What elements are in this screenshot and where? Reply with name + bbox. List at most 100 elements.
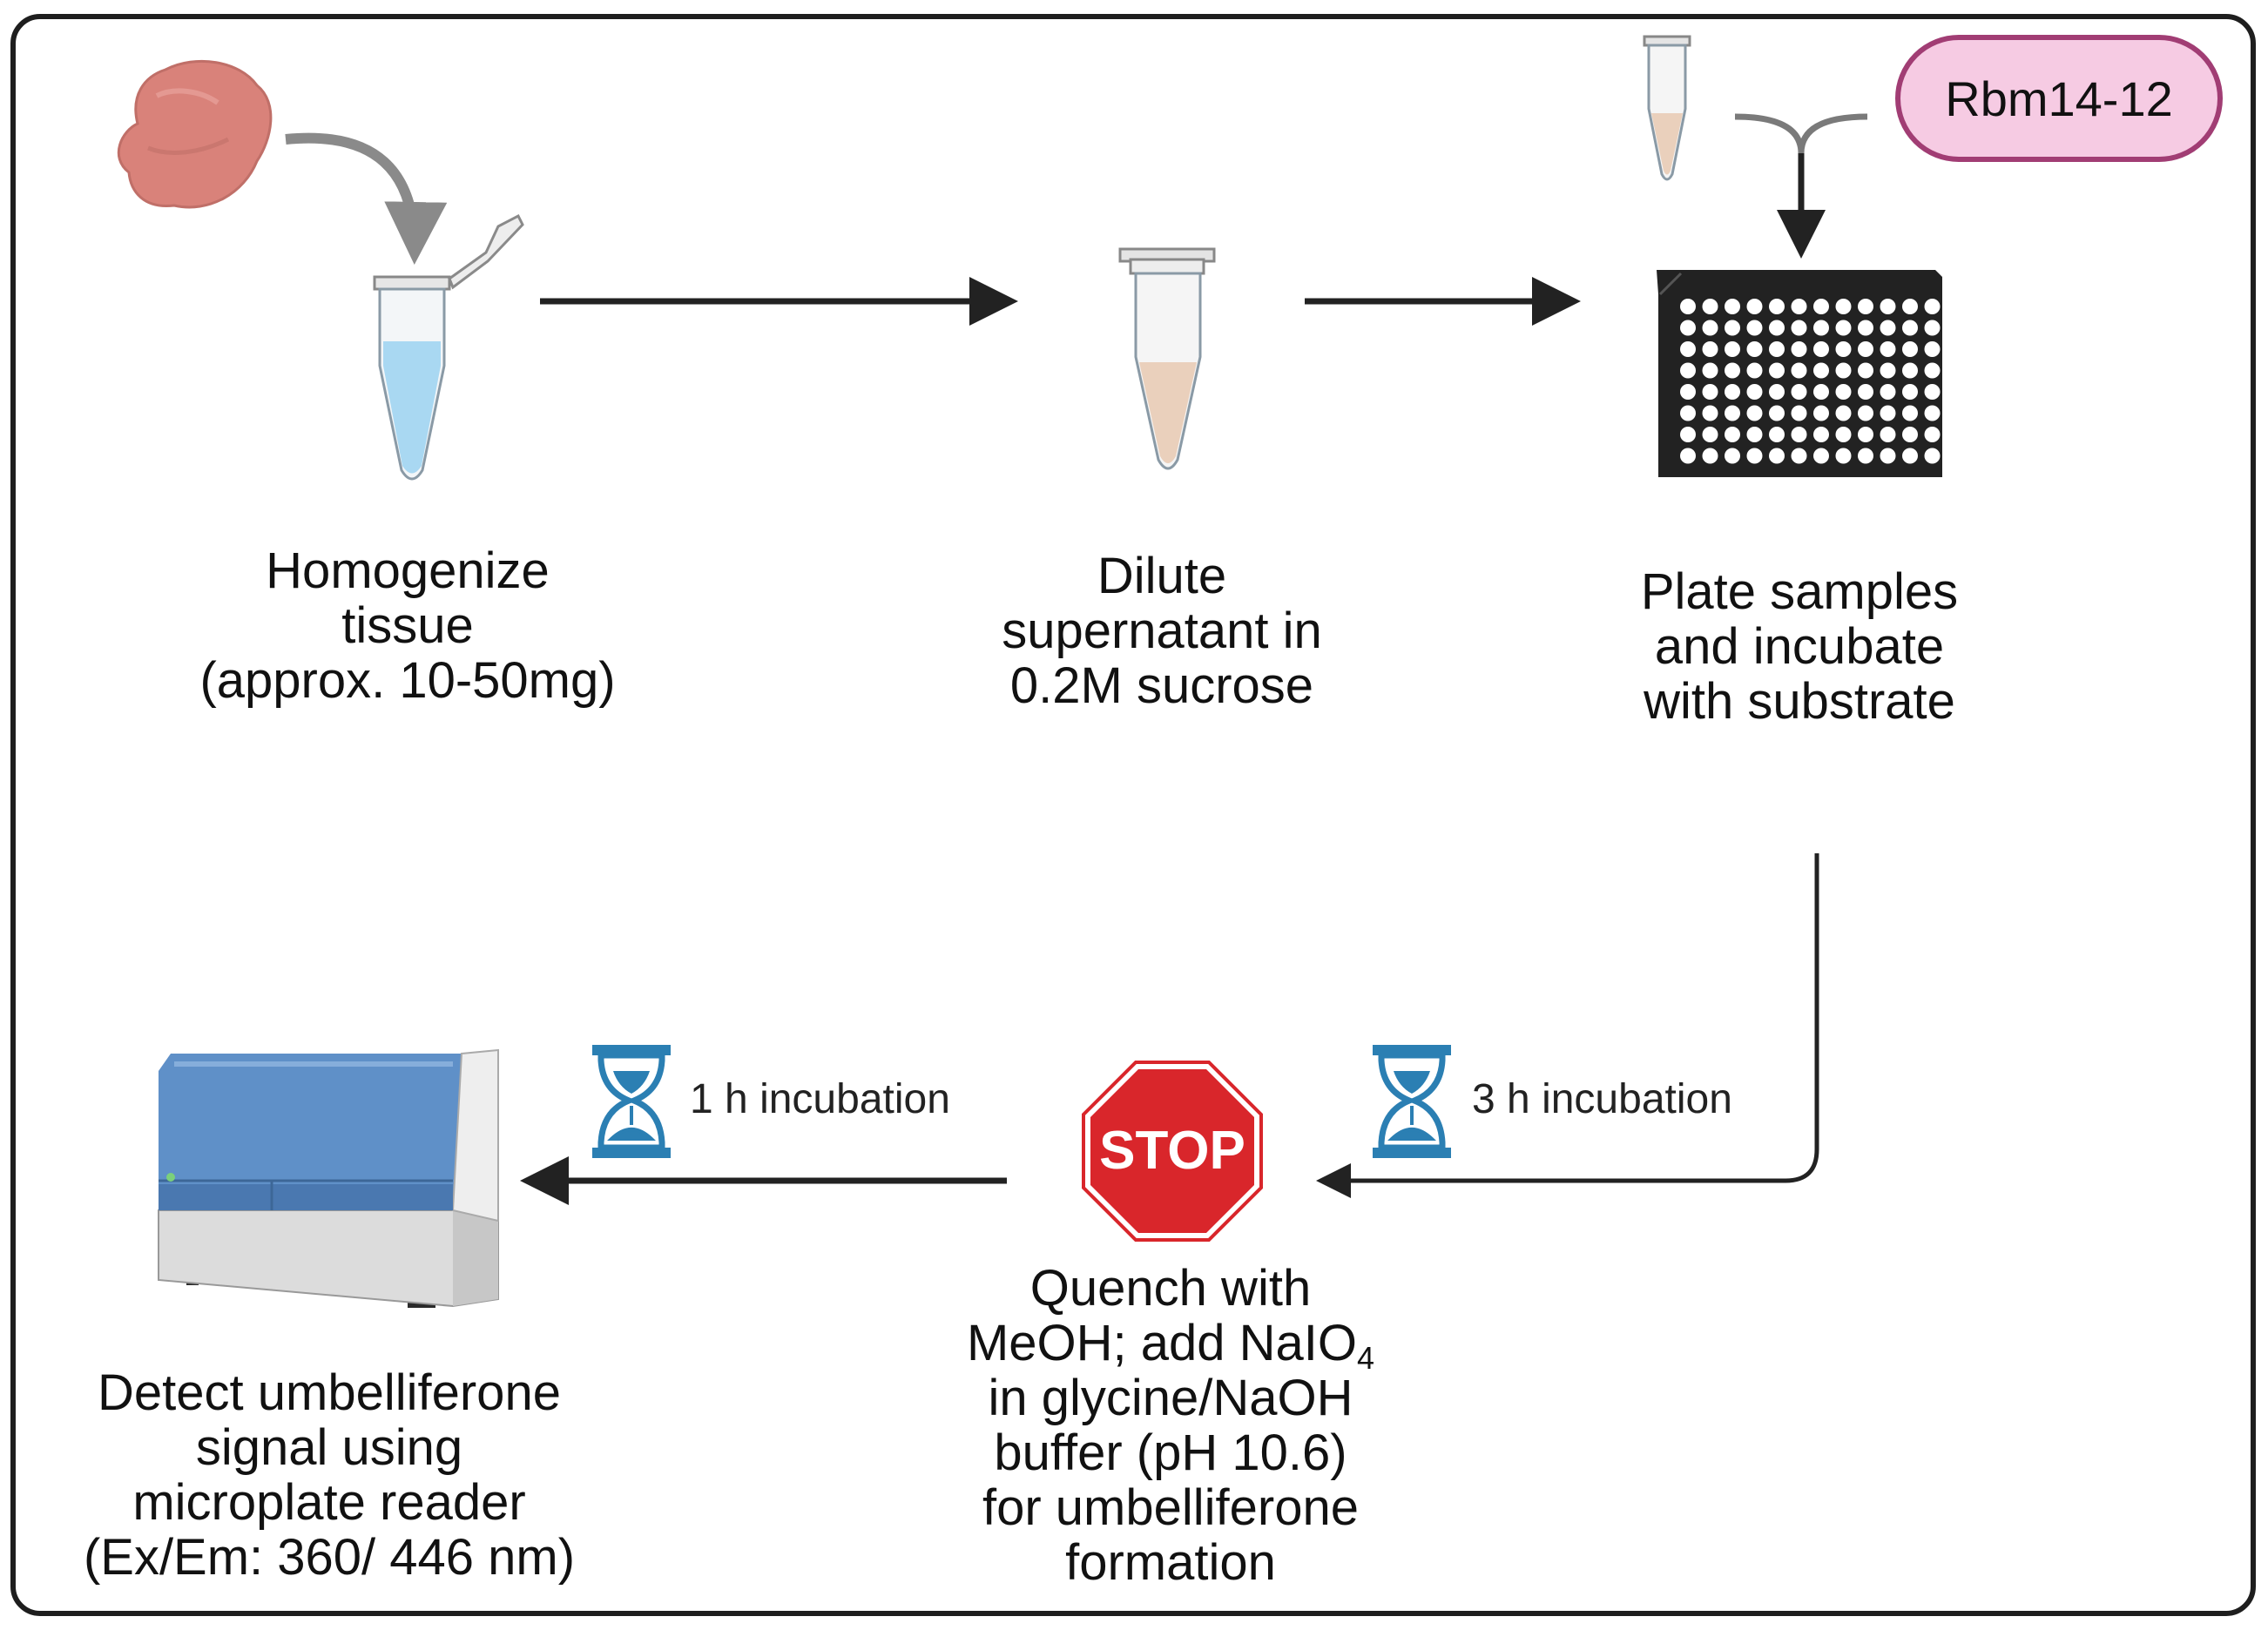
plate-well: [1902, 299, 1918, 314]
reagent-label: Rbm14-12: [1895, 35, 2223, 162]
plate-well: [1680, 384, 1696, 400]
plate-well: [1791, 299, 1807, 314]
label-line: buffer (pH 10.6): [994, 1425, 1347, 1481]
plate-well: [1725, 362, 1740, 379]
plate-well: [1725, 427, 1740, 442]
plate-well: [1769, 341, 1785, 357]
plate-well: [1835, 341, 1852, 357]
plate-well: [1835, 427, 1852, 442]
plate-well: [1702, 384, 1718, 400]
plate-well: [1924, 362, 1941, 379]
plate-well: [1924, 405, 1941, 421]
plate-well: [1769, 427, 1785, 442]
plate-well: [1702, 299, 1718, 314]
label-line: and incubate: [1654, 618, 1945, 675]
plate-well: [1791, 320, 1807, 336]
plate-well: [1835, 362, 1852, 379]
plate-well: [1725, 448, 1740, 464]
plate-reader-icon: [158, 1048, 499, 1308]
plate-well: [1835, 320, 1852, 336]
plate-well: [1725, 299, 1740, 314]
plate-well: [1769, 320, 1785, 336]
label-line: Dilute: [1097, 548, 1227, 604]
plate-well: [1835, 405, 1852, 421]
well-plate-icon: [1657, 270, 1942, 477]
plate-well: [1880, 384, 1896, 400]
plate-well: [1880, 320, 1896, 336]
plate-well: [1924, 341, 1941, 357]
plate-well: [1858, 341, 1873, 357]
label-line: Plate samples: [1640, 563, 1959, 620]
step-quench-label: Quench with MeOH; add NaIO4 in glycine/N…: [892, 1261, 1449, 1590]
hourglass-icon: [1373, 1045, 1451, 1158]
label-line: formation: [1065, 1534, 1276, 1591]
plate-well: [1858, 299, 1873, 314]
plate-well: [1924, 299, 1941, 314]
incubation-3h-label: 3 h incubation: [1472, 1076, 1732, 1122]
label-line: 0.2M sucrose: [1009, 657, 1314, 714]
label-line: Detect umbelliferone: [98, 1364, 561, 1421]
hourglass-icon: [592, 1045, 671, 1158]
plate-well: [1725, 405, 1740, 421]
plate-well: [1813, 320, 1829, 336]
step-homogenize-label: Homogenize tissue (approx. 10-50mg): [146, 543, 669, 708]
plate-well: [1813, 448, 1829, 464]
plate-well: [1858, 320, 1873, 336]
plate-well: [1880, 448, 1896, 464]
plate-well: [1835, 299, 1852, 314]
plate-well: [1791, 384, 1807, 400]
plate-well: [1880, 405, 1896, 421]
plate-well: [1791, 405, 1807, 421]
plate-well: [1702, 362, 1718, 379]
plate-well: [1680, 299, 1696, 314]
plate-well: [1902, 341, 1918, 357]
plate-well: [1880, 362, 1896, 379]
plate-well: [1902, 320, 1918, 336]
plate-well: [1725, 384, 1740, 400]
plate-well: [1924, 384, 1941, 400]
plate-well: [1880, 299, 1896, 314]
plate-well: [1902, 384, 1918, 400]
merge-connector: [1734, 113, 1868, 259]
label-line: Quench with: [1029, 1260, 1312, 1317]
label-line: in glycine/NaOH: [988, 1370, 1353, 1426]
plate-well: [1746, 362, 1763, 379]
plate-well: [1835, 448, 1852, 464]
plate-well: [1858, 427, 1873, 442]
plate-well: [1813, 405, 1829, 421]
plate-well: [1813, 427, 1829, 442]
plate-well: [1791, 448, 1807, 464]
plate-well: [1702, 405, 1718, 421]
plate-well: [1680, 427, 1696, 442]
label-line: microplate reader: [132, 1474, 526, 1531]
plate-well: [1791, 362, 1807, 379]
plate-well: [1791, 427, 1807, 442]
plate-well: [1680, 362, 1696, 379]
plate-well: [1680, 448, 1696, 464]
plate-well: [1680, 405, 1696, 421]
plate-well: [1791, 341, 1807, 357]
step-plate-label: Plate samples and incubate with substrat…: [1538, 564, 2061, 729]
label-line: supernatant in: [1002, 603, 1322, 659]
plate-well: [1924, 427, 1941, 442]
plate-well: [1813, 341, 1829, 357]
plate-well: [1880, 427, 1896, 442]
plate-well: [1902, 405, 1918, 421]
small-tube-icon: [1643, 35, 1691, 181]
plate-well: [1813, 362, 1829, 379]
plate-well: [1725, 341, 1740, 357]
plate-well: [1746, 341, 1763, 357]
arrow-step3-to-step4: [1316, 853, 1819, 1198]
label-line: tissue: [341, 597, 474, 654]
plate-well: [1902, 448, 1918, 464]
label-line: with substrate: [1644, 673, 1955, 730]
plate-well: [1746, 299, 1763, 314]
plate-well: [1725, 320, 1740, 336]
label-line: (Ex/Em: 360/ 446 nm): [83, 1529, 576, 1586]
incubation-1h-label: 1 h incubation: [690, 1076, 950, 1122]
plate-well: [1813, 299, 1829, 314]
label-line: MeOH; add NaIO4: [966, 1315, 1375, 1377]
plate-well: [1746, 448, 1763, 464]
plate-well: [1746, 320, 1763, 336]
